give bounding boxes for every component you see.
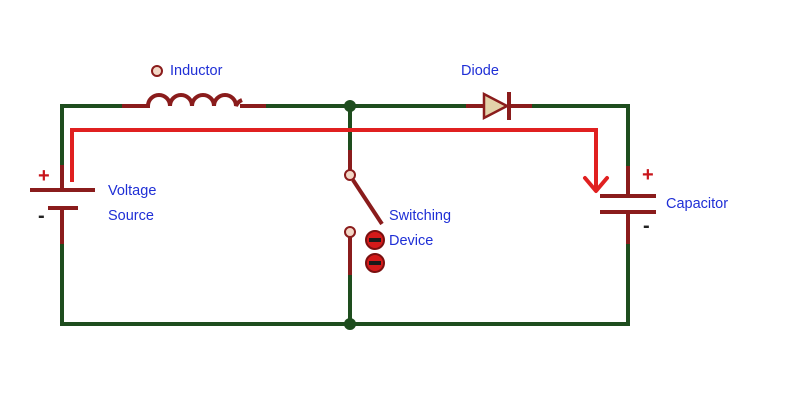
capacitor: + - (600, 164, 656, 244)
voltage-source-label-line1: Voltage (108, 183, 156, 199)
switching-device-label-line2: Device (389, 233, 433, 249)
diode-label: Diode (461, 63, 499, 79)
switch-contact-top (344, 169, 356, 181)
junction-top (344, 100, 356, 112)
voltage-source-minus-sign: - (38, 205, 45, 227)
inductor (122, 65, 266, 108)
switching-device-label-line1: Switching (389, 208, 451, 224)
switch-contact-bottom (344, 226, 356, 238)
component-labels: Inductor Diode Voltage Source Switching … (108, 63, 728, 249)
circuit-wires (60, 100, 630, 330)
voltage-source: + - (30, 165, 95, 244)
diode (466, 91, 532, 121)
current-path-line (70, 128, 598, 188)
switch-control-terminal-lower-mark (369, 261, 381, 265)
inductor-label: Inductor (170, 63, 223, 79)
voltage-source-plus-sign: + (38, 165, 50, 187)
diode-triangle (482, 91, 510, 121)
inductor-terminal-marker (151, 65, 163, 77)
switch-arm (351, 178, 384, 226)
capacitor-plus-sign: + (642, 164, 654, 186)
capacitor-minus-sign: - (643, 215, 650, 237)
capacitor-label: Capacitor (666, 196, 728, 212)
current-path-arrowhead (583, 176, 609, 193)
inductor-coil (122, 93, 266, 108)
switching-device (344, 150, 385, 275)
current-path (70, 128, 609, 193)
voltage-source-label-line2: Source (108, 208, 154, 224)
switch-control-terminal-upper-mark (369, 238, 381, 242)
junction-bottom (344, 318, 356, 330)
